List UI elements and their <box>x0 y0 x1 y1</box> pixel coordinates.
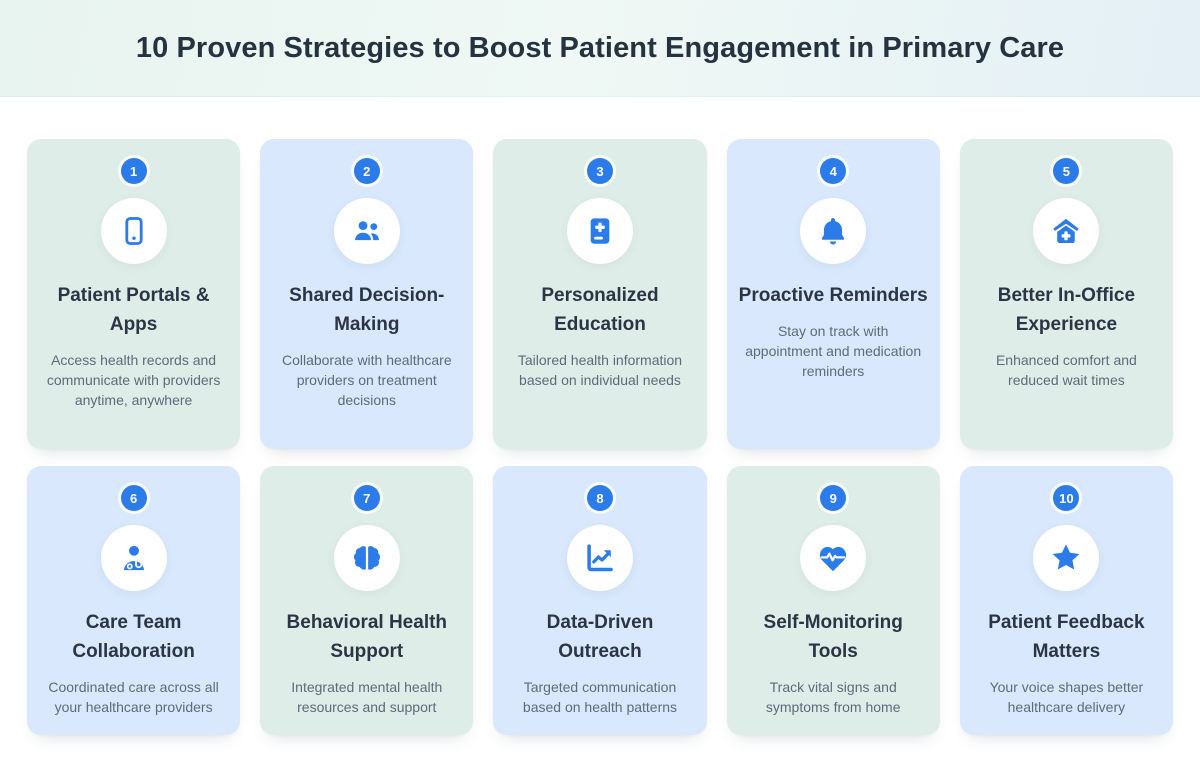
infographic-header: 10 Proven Strategies to Boost Patient En… <box>0 0 1200 97</box>
strategy-card: 5 Better In-Office Experience Enhanced c… <box>959 139 1173 449</box>
card-icon-circle <box>333 525 400 591</box>
strategy-card: 6 Care Team Collaboration Coordinated ca… <box>27 466 241 735</box>
card-description: Stay on track with appointment and medic… <box>745 323 922 379</box>
card-number-badge: 5 <box>1053 158 1080 184</box>
star-icon <box>1048 540 1084 576</box>
card-number-badge: 2 <box>353 158 380 184</box>
medical-book-icon <box>584 215 616 247</box>
strategy-card: 7 Behavioral Health Support Integrated m… <box>260 466 474 735</box>
card-description: Track vital signs and symptoms from home <box>765 679 901 715</box>
strategy-card: 10 Patient Feedback Matters Your voice s… <box>959 466 1173 735</box>
card-number-badge: 10 <box>1053 485 1080 511</box>
card-icon-circle <box>566 198 633 264</box>
card-number-badge: 3 <box>586 158 613 184</box>
page-title: 10 Proven Strategies to Boost Patient En… <box>135 31 1065 64</box>
card-title: Care Team Collaboration <box>72 612 195 662</box>
card-description: Coordinated care across all your healthc… <box>48 679 219 715</box>
card-title: Patient Portals & Apps <box>57 285 210 335</box>
card-number-badge: 4 <box>820 158 847 184</box>
card-number-badge: 9 <box>820 485 847 511</box>
card-number-badge: 7 <box>353 485 380 511</box>
card-title: Shared Decision-Making <box>289 285 445 335</box>
card-icon-circle <box>100 525 167 591</box>
heart-pulse-icon <box>815 540 851 576</box>
card-description: Your voice shapes better healthcare deli… <box>989 679 1144 715</box>
card-title: Better In-Office Experience <box>997 285 1136 335</box>
card-icon-circle <box>1033 198 1100 264</box>
strategy-card: 2 Shared Decision-Making Collaborate wit… <box>260 139 474 449</box>
card-number: 3 <box>596 163 604 179</box>
card-number: 4 <box>829 163 837 179</box>
card-title: Personalized Education <box>541 285 659 335</box>
card-description: Enhanced comfort and reduced wait times <box>995 352 1137 388</box>
medical-home-icon <box>1049 214 1083 248</box>
card-title: Data-Driven Outreach <box>546 612 654 662</box>
card-icon-circle <box>333 198 400 264</box>
strategy-card: 9 Self-Monitoring Tools Track vital sign… <box>726 466 940 735</box>
card-icon-circle <box>1033 525 1100 591</box>
doctor-icon <box>117 541 151 575</box>
card-number-badge: 6 <box>120 485 147 511</box>
strategy-card: 1 Patient Portals & Apps Access health r… <box>27 139 241 449</box>
card-number: 8 <box>596 490 604 506</box>
card-icon-circle <box>566 525 633 591</box>
card-title: Proactive Reminders <box>738 285 928 306</box>
card-description: Tailored health information based on ind… <box>517 352 683 388</box>
card-title: Behavioral Health Support <box>286 612 448 662</box>
smartphone-icon <box>118 215 150 247</box>
card-number: 1 <box>129 163 138 179</box>
cards-grid: 1 Patient Portals & Apps Access health r… <box>27 139 1173 735</box>
card-description: Targeted communication based on health p… <box>522 679 678 715</box>
card-icon-circle <box>800 525 867 591</box>
strategy-card: 4 Proactive Reminders Stay on track with… <box>726 139 940 449</box>
strategy-card: 3 Personalized Education Tailored health… <box>493 139 707 449</box>
chart-line-icon <box>583 541 617 575</box>
card-icon-circle <box>100 198 167 264</box>
card-number: 7 <box>363 490 371 506</box>
card-icon-circle <box>800 198 867 264</box>
card-number: 5 <box>1062 163 1070 179</box>
card-number: 2 <box>363 163 371 179</box>
card-number: 9 <box>829 490 837 506</box>
card-description: Collaborate with healthcare providers on… <box>281 352 452 408</box>
card-title: Patient Feedback Matters <box>988 612 1145 662</box>
brain-icon <box>350 541 384 575</box>
users-icon <box>350 214 384 248</box>
bell-icon <box>816 214 850 248</box>
card-title: Self-Monitoring Tools <box>763 612 903 662</box>
card-description: Access health records and communicate wi… <box>46 352 221 408</box>
card-number-badge: 1 <box>120 158 147 184</box>
card-number: 6 <box>129 490 138 506</box>
card-number-badge: 8 <box>586 485 613 511</box>
card-number: 10 <box>1059 490 1074 506</box>
strategy-card: 8 Data-Driven Outreach Targeted communic… <box>493 466 707 735</box>
card-description: Integrated mental health resources and s… <box>291 679 443 715</box>
